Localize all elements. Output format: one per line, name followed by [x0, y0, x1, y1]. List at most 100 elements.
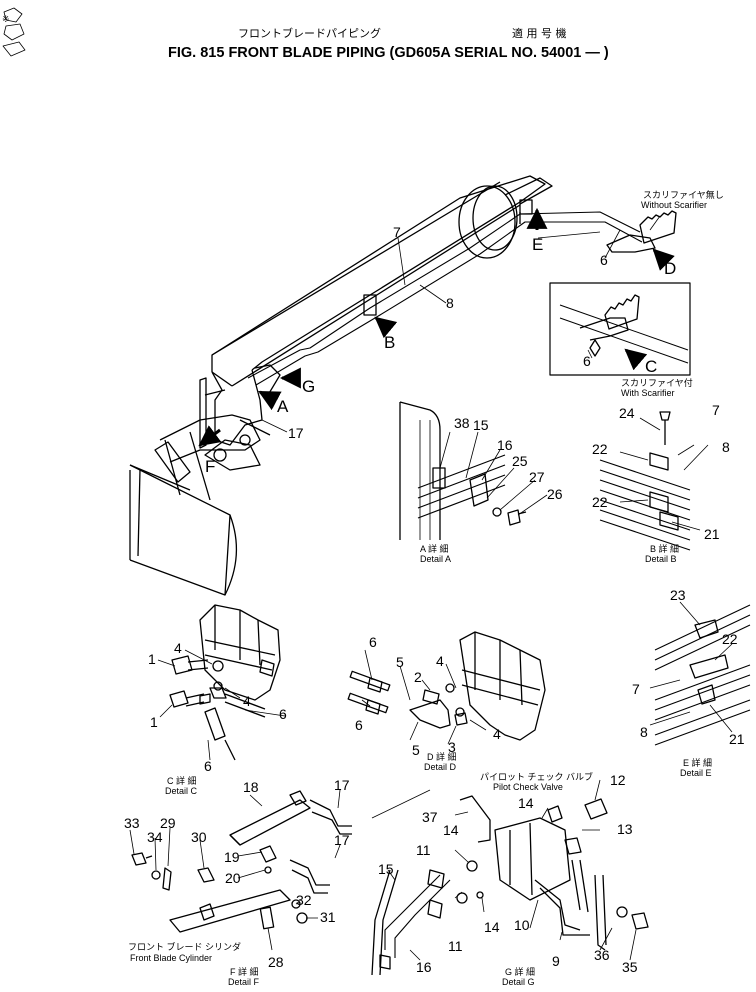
blade-cylinder-jp: フロント ブレード シリンダ — [128, 941, 241, 952]
detail-c-jp: C 詳 細 — [167, 775, 197, 786]
part-number-8-e: 8 — [640, 724, 648, 740]
callout-e: E — [532, 235, 543, 254]
detail-a-drawing — [399, 401, 548, 540]
part-number-31: 31 — [320, 909, 336, 925]
part-number-1-c-top: 1 — [148, 651, 156, 667]
detail-d-drawing — [347, 631, 546, 745]
with-scarifier-jp: スカリファイヤ付 — [621, 378, 693, 388]
detail-g-caption: Detail G — [502, 977, 535, 987]
without-scarifier-note: Without Scarifier — [641, 200, 707, 210]
callout-d: D — [664, 259, 676, 278]
part-number-14-g-left: 14 — [443, 822, 459, 838]
part-number-6-top: 6 — [600, 252, 608, 268]
part-number-21-b: 21 — [704, 526, 720, 542]
corner-mark: ※ — [2, 14, 10, 24]
detail-g-drawing — [371, 779, 649, 976]
part-number-2: 2 — [414, 669, 422, 685]
part-number-26: 26 — [547, 486, 563, 502]
detail-c-caption: Detail C — [165, 786, 198, 796]
callout-b: B — [384, 333, 395, 352]
part-number-35: 35 — [622, 959, 638, 975]
detail-e-drawing — [649, 601, 751, 746]
detail-b-jp: B 詳 細 — [650, 543, 679, 554]
title-jp-applies: 適 用 号 機 — [512, 26, 567, 40]
part-number-5-d-bottom: 5 — [412, 742, 420, 758]
part-number-7-e: 7 — [632, 681, 640, 697]
detail-a-jp: A 詳 細 — [420, 543, 449, 554]
part-number-6-d-bottom: 6 — [355, 717, 363, 733]
part-number-11-top: 11 — [416, 842, 431, 858]
part-number-29: 29 — [160, 815, 176, 831]
callout-f: F — [205, 457, 215, 476]
corner-stamp — [2, 7, 26, 57]
part-number-9: 9 — [552, 953, 560, 969]
part-number-16-a: 16 — [497, 437, 513, 453]
part-number-4-d-bottom: 4 — [493, 726, 501, 742]
part-number-23: 23 — [670, 587, 686, 603]
part-number-14-g-bottom: 14 — [484, 919, 500, 935]
page-title: FIG. 815 FRONT BLADE PIPING (GD605A SERI… — [168, 45, 609, 61]
part-number-8-b: 8 — [722, 439, 730, 455]
part-number-25: 25 — [512, 453, 528, 469]
part-number-20: 20 — [225, 870, 241, 886]
pilot-check-jp: パイロット チェック バルブ — [480, 771, 593, 782]
part-number-27: 27 — [529, 469, 545, 485]
part-number-36: 36 — [594, 947, 610, 963]
part-number-6-d-top: 6 — [369, 634, 377, 650]
part-number-7-boom: 7 — [393, 224, 401, 240]
part-number-24: 24 — [619, 405, 635, 421]
part-number-22-b-top: 22 — [592, 441, 608, 457]
part-number-28: 28 — [268, 954, 284, 970]
detail-g-jp: G 詳 細 — [505, 966, 535, 977]
detail-e-jp: E 詳 細 — [683, 757, 712, 768]
part-number-21-e: 21 — [729, 731, 745, 747]
detail-e-caption: Detail E — [680, 768, 712, 778]
detail-d-caption: Detail D — [424, 762, 457, 772]
part-number-4-c-top: 4 — [174, 640, 182, 656]
part-number-17-f-bottom: 17 — [334, 832, 350, 848]
part-number-30: 30 — [191, 829, 207, 845]
part-number-19: 19 — [224, 849, 240, 865]
part-number-15-g: 15 — [378, 861, 394, 877]
detail-f-caption: Detail F — [228, 977, 260, 987]
part-number-11-bottom: 11 — [448, 938, 463, 954]
part-number-17-f-top: 17 — [334, 777, 350, 793]
title-jp: フロントブレードパイピング — [238, 26, 381, 40]
part-number-37: 37 — [422, 809, 438, 825]
part-number-38: 38 — [454, 415, 470, 431]
with-scarifier-inset — [549, 282, 691, 376]
detail-c-drawing — [157, 604, 286, 761]
detail-a-caption: Detail A — [420, 554, 451, 564]
part-number-6-c-bottom: 6 — [204, 758, 212, 774]
part-number-8-boom: 8 — [446, 295, 454, 311]
blade-cylinder-note: Front Blade Cylinder — [130, 953, 212, 963]
part-number-33: 33 — [124, 815, 140, 831]
detail-d-jp: D 詳 細 — [427, 751, 457, 762]
part-number-18: 18 — [243, 779, 259, 795]
part-number-22-e: 22 — [722, 631, 738, 647]
part-number-3: 3 — [448, 739, 456, 755]
detail-b-caption: Detail B — [645, 554, 677, 564]
part-number-16-g: 16 — [416, 959, 432, 975]
pilot-check-note: Pilot Check Valve — [493, 782, 563, 792]
part-number-14-g-top: 14 — [518, 795, 534, 811]
callout-c: C — [645, 357, 657, 376]
without-scarifier-jp: スカリファイヤ無し — [643, 189, 724, 200]
part-number-12: 12 — [610, 772, 626, 788]
part-number-22-b-bottom: 22 — [592, 494, 608, 510]
part-number-13: 13 — [617, 821, 633, 837]
part-number-32: 32 — [296, 892, 312, 908]
part-number-4-d-top: 4 — [436, 653, 444, 669]
callout-a: A — [277, 397, 289, 416]
part-number-4-c-mid: 4 — [243, 693, 251, 709]
part-number-10: 10 — [514, 917, 530, 933]
main-frame-drawing — [129, 175, 677, 596]
part-number-17-frame: 17 — [288, 425, 304, 441]
part-number-6-c-right: 6 — [279, 706, 287, 722]
detail-f-drawing — [129, 789, 352, 951]
callout-g: G — [302, 377, 315, 396]
with-scarifier-note: With Scarifier — [621, 388, 675, 398]
part-number-6-inset: 6 — [583, 353, 591, 369]
detail-b-drawing — [599, 411, 709, 551]
